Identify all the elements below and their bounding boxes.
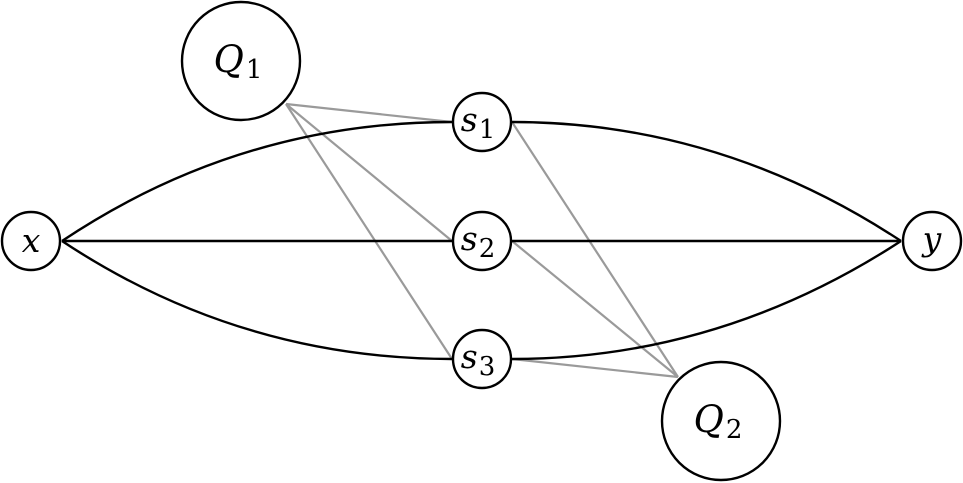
edge-q2-s3: [511, 357, 679, 379]
edge-q1-s2: [285, 103, 453, 242]
node-s1: s1: [451, 91, 513, 153]
node-y: y: [901, 210, 963, 272]
node-q1-label: Q1: [214, 38, 263, 85]
node-x: x: [0, 210, 62, 272]
node-q1-subscript: 1: [246, 55, 263, 85]
edge-q2-s1: [511, 121, 679, 378]
edge-x-s3: [61, 239, 453, 361]
node-s1-subscript: 1: [479, 115, 496, 145]
node-q1: Q1: [180, 0, 302, 122]
node-q2-subscript: 2: [726, 415, 743, 445]
node-s1-label: s1: [461, 100, 495, 145]
node-x-label: x: [22, 221, 41, 260]
node-s3-subscript: 3: [479, 352, 496, 382]
node-q2-label: Q2: [694, 398, 743, 445]
node-q2: Q2: [660, 360, 782, 482]
node-s2: s2: [451, 210, 513, 272]
node-s2-letter: s: [461, 219, 478, 258]
edge-s1-y: [511, 120, 902, 243]
node-s1-letter: s: [461, 100, 478, 139]
node-y-label: y: [921, 219, 942, 258]
node-s3: s3: [451, 328, 513, 390]
node-q1-letter: Q: [214, 38, 244, 81]
edge-q2-s2: [511, 240, 679, 378]
edge-q1-s3: [285, 103, 453, 360]
edge-q1-s1: [285, 102, 453, 124]
node-s3-label: s3: [461, 337, 495, 382]
node-q2-letter: Q: [694, 398, 724, 441]
edge-x-s1: [61, 120, 453, 242]
node-s2-label: s2: [461, 219, 495, 264]
node-s2-subscript: 2: [479, 234, 496, 264]
edge-s3-y: [511, 239, 902, 361]
node-s3-letter: s: [461, 337, 478, 376]
